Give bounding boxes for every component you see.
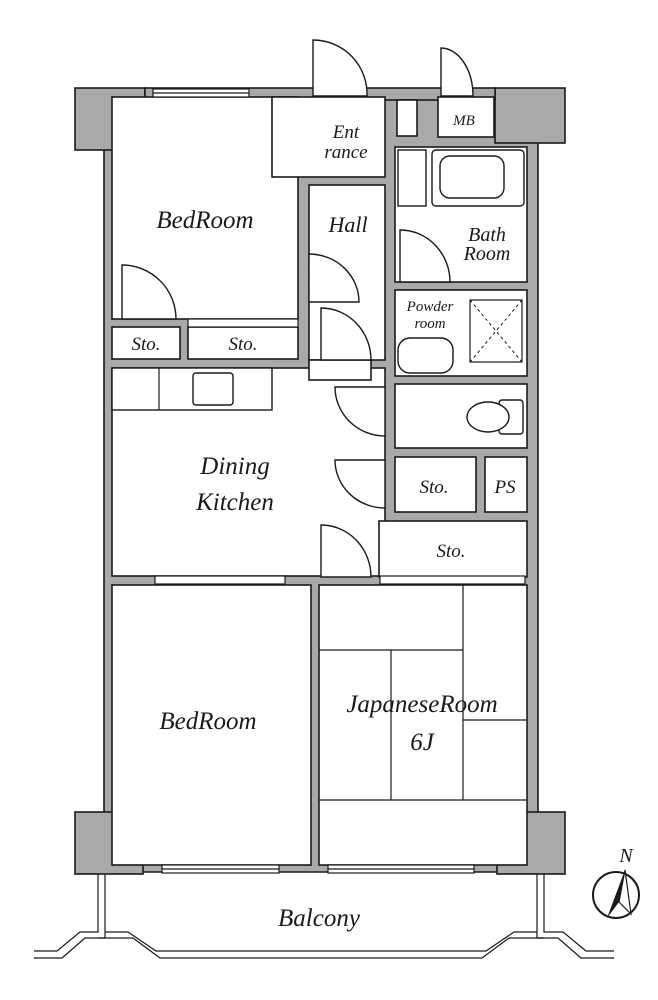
sto-lower-area	[378, 520, 528, 578]
powder-label-1: Powder	[406, 299, 454, 315]
hall-connector	[308, 359, 372, 381]
japanese-room-size: 6J	[410, 729, 436, 756]
washer-cross-a	[469, 299, 523, 363]
entrance-label-1: Ent	[332, 122, 360, 143]
japanese-room-area	[318, 584, 528, 866]
bedroom-top-door-icon	[121, 264, 177, 320]
bath-door-icon	[399, 229, 451, 283]
ps-area	[484, 456, 528, 513]
bath-shelf	[397, 149, 427, 207]
interior-openings	[154, 318, 526, 585]
japanese-room-label: JapaneseRoom	[346, 691, 497, 718]
dining-label-1: Dining	[199, 453, 269, 480]
window-top	[152, 88, 250, 98]
dining-label-2: Kitchen	[195, 489, 274, 516]
sto-right-label: Sto.	[419, 477, 448, 498]
sto-mid-area	[187, 326, 299, 360]
mb-label: MB	[452, 113, 475, 129]
sto-left-area	[111, 326, 181, 360]
sto-mid-label: Sto.	[228, 334, 257, 355]
north-label: N	[618, 845, 634, 867]
ps-label: PS	[493, 477, 516, 498]
bathtub-inner	[439, 155, 505, 199]
window-japanese	[327, 864, 475, 874]
entrance-area	[271, 96, 386, 178]
north-compass	[592, 869, 640, 919]
sto-door-icon	[334, 459, 386, 509]
sto-left-label: Sto.	[131, 334, 160, 355]
bath-label-1: Bath	[468, 224, 506, 246]
pillar-top-right	[494, 87, 566, 144]
entrance-label-2: rance	[324, 142, 367, 163]
hall-lower-door-icon	[320, 307, 372, 361]
toilet-icon	[466, 399, 524, 435]
sink-icon	[192, 372, 234, 406]
washer-cross-b	[469, 299, 523, 363]
window-bedroom-bottom	[161, 864, 280, 874]
toilet-door-icon	[334, 386, 386, 437]
mb-area	[437, 96, 495, 138]
bath-label-2: Room	[463, 243, 511, 265]
balcony-label: Balcony	[278, 905, 361, 932]
balcony-outline	[34, 874, 614, 959]
sto-right-area	[394, 456, 477, 513]
kitchen-counter	[111, 367, 273, 411]
mb-door-icon	[440, 47, 474, 97]
sto-lower-label: Sto.	[436, 541, 465, 562]
bedroom-bottom-area	[111, 584, 312, 866]
powder-label-2: room	[414, 316, 445, 332]
bedroom-top-label: BedRoom	[156, 207, 253, 234]
entrance-door-icon	[312, 39, 368, 97]
hall-door-icon	[308, 253, 360, 303]
meter-box-small	[396, 99, 418, 137]
washbasin-icon	[397, 337, 454, 374]
hall-label: Hall	[327, 212, 367, 237]
washer-space	[469, 299, 523, 363]
tatami-mats	[319, 585, 527, 801]
bedroom-bottom-label: BedRoom	[159, 708, 256, 735]
japanese-door-icon	[320, 524, 372, 578]
